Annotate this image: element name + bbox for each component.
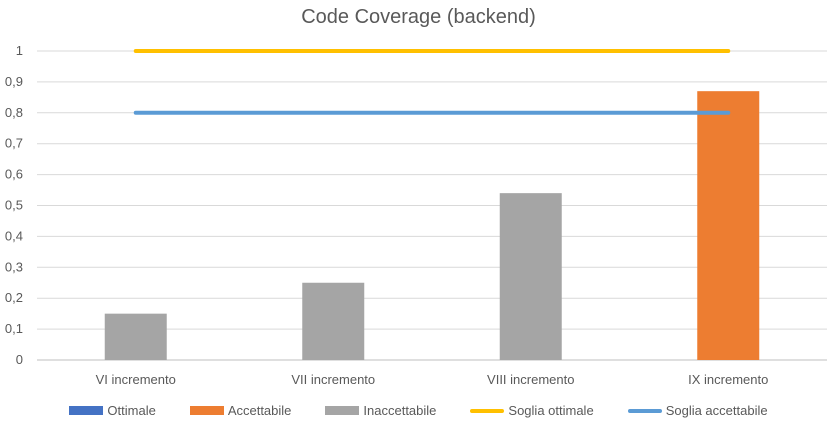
legend-item: Soglia ottimale	[470, 403, 594, 418]
bar	[104, 313, 167, 360]
legend-label: Inaccettabile	[363, 403, 437, 418]
chart-legend: Ottimale Accettabile Inaccettabile Soglia o…	[0, 403, 837, 418]
bar	[302, 282, 365, 360]
legend-item: Accettabile	[189, 403, 292, 418]
y-tick-label: 0,2	[5, 290, 23, 305]
y-tick-label: 0,8	[5, 105, 23, 120]
y-tick-label: 0,4	[5, 228, 23, 243]
legend-label: Accettabile	[227, 403, 292, 418]
y-tick-label: 0	[16, 352, 23, 367]
legend-label: Soglia accettabile	[665, 403, 768, 418]
y-tick-label: 0,6	[5, 167, 23, 182]
legend-swatch	[325, 406, 360, 415]
y-tick-label: 0,1	[5, 321, 23, 336]
bar	[499, 193, 562, 360]
chart-title: Code Coverage (backend)	[301, 6, 536, 28]
legend-swatch	[189, 406, 224, 415]
legend-label: Ottimale	[107, 403, 156, 418]
x-tick-label: VII incremento	[291, 372, 375, 387]
legend-label: Soglia ottimale	[508, 403, 594, 418]
y-tick-label: 0,9	[5, 74, 23, 89]
legend-swatch	[470, 408, 505, 413]
y-tick-label: 0,5	[5, 198, 23, 213]
bar	[697, 91, 760, 361]
x-tick-label: IX incremento	[688, 372, 768, 387]
y-tick-label: 1	[16, 43, 23, 58]
x-tick-label: VIII incremento	[487, 372, 574, 387]
legend-item: Soglia accettabile	[627, 403, 768, 418]
legend-swatch	[69, 406, 104, 415]
legend-item: Inaccettabile	[325, 403, 436, 418]
legend-item: Ottimale	[69, 403, 156, 418]
x-tick-label: VI incremento	[96, 372, 176, 387]
y-tick-label: 0,3	[5, 259, 23, 274]
y-tick-label: 0,7	[5, 136, 23, 151]
legend-swatch	[627, 408, 662, 413]
chart-plot: 0 0,1 0,2 0,3 0,4 0,5 0,6 0,7 0,8 0,9 1 VI incremen…	[5, 43, 827, 387]
